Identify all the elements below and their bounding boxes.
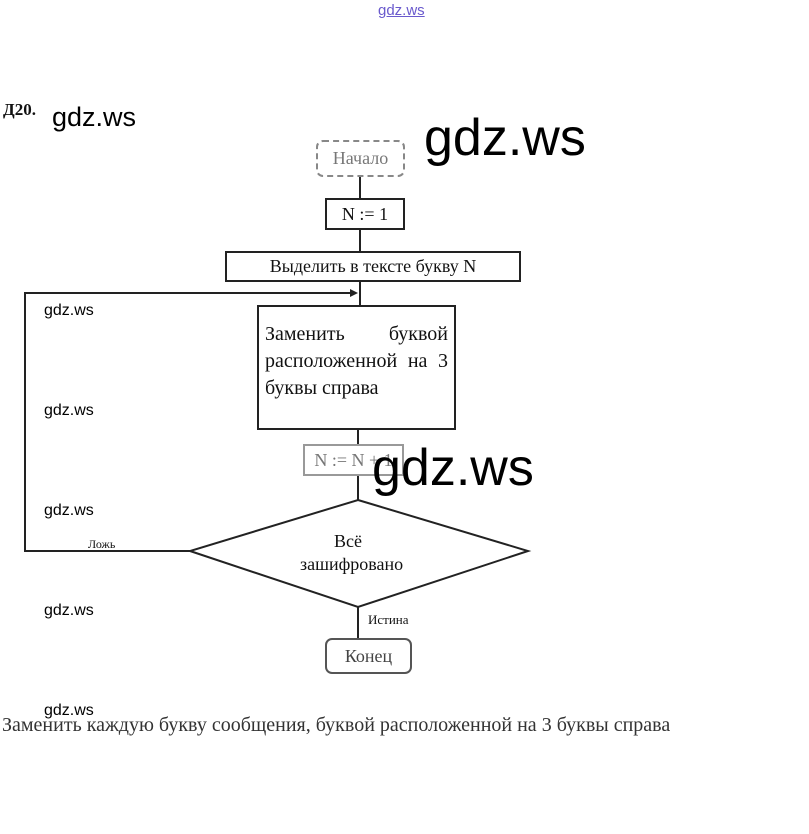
true-label: Истина — [368, 612, 409, 627]
condition-line2: зашифровано — [300, 554, 404, 574]
header-link[interactable]: gdz.ws — [378, 2, 425, 19]
task-number: Д20. — [3, 100, 36, 119]
end-terminal: Конец — [325, 638, 412, 674]
condition-line1: Всё — [334, 531, 362, 551]
caption: Заменить каждую букву сообщения, буквой … — [2, 714, 671, 736]
end-label: Конец — [344, 645, 393, 666]
watermark: gdz.ws — [52, 102, 137, 132]
increment-block: N := N + 1 — [303, 444, 404, 476]
decision-diamond — [186, 498, 532, 609]
init-block: N := 1 — [325, 198, 405, 230]
init-label: N := 1 — [341, 203, 389, 224]
watermark: gdz.ws — [44, 602, 94, 619]
watermark: gdz.ws — [44, 702, 94, 719]
watermark: gdz.ws — [372, 439, 534, 497]
start-terminal: Начало — [316, 140, 405, 177]
watermark: gdz.ws — [44, 402, 94, 419]
start-label: Начало — [332, 148, 389, 168]
watermark: gdz.ws — [424, 109, 586, 167]
arrow-head-icon — [350, 289, 358, 297]
select-label: Выделить в тексте букву N — [269, 256, 477, 276]
watermark: gdz.ws — [44, 502, 94, 519]
watermark: gdz.ws — [44, 302, 94, 319]
replace-block: Заменить буквой расположенной на 3 буквы… — [257, 305, 456, 430]
replace-label: Заменить буквой расположенной на 3 буквы… — [265, 323, 448, 399]
loop-back-connector — [24, 292, 356, 552]
select-block: Выделить в тексте букву N — [225, 251, 521, 282]
increment-label: N := N + 1 — [314, 449, 393, 470]
false-label: Ложь — [88, 537, 116, 551]
